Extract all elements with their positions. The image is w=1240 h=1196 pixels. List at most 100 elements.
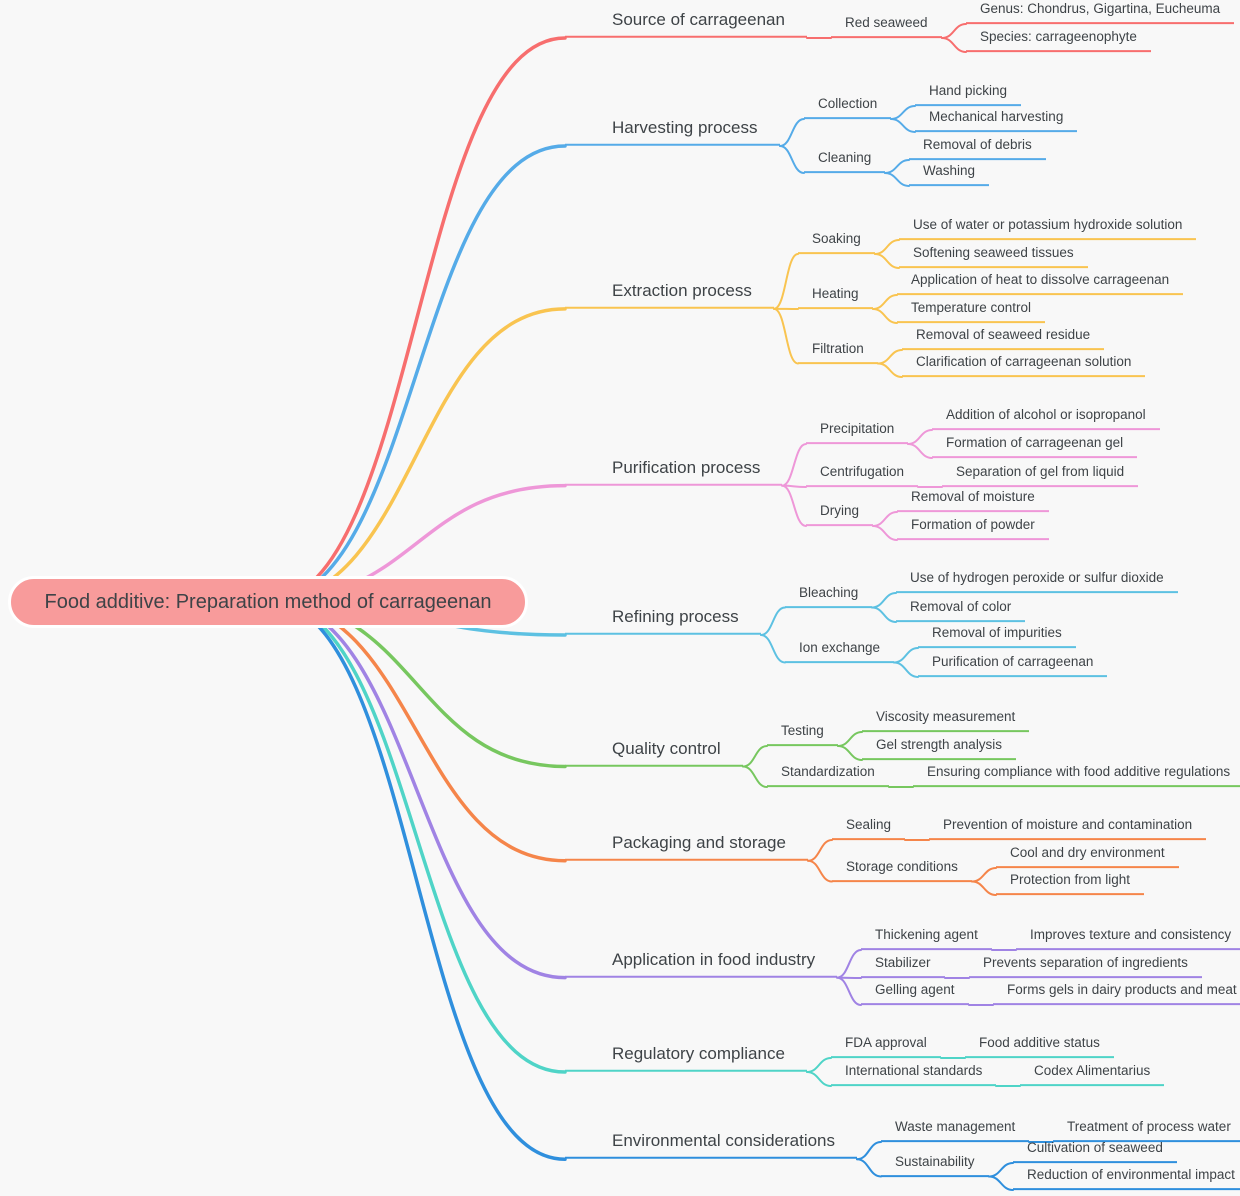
leaf-label[interactable]: Food additive status xyxy=(965,1035,1114,1058)
subtopic-label[interactable]: Red seaweed xyxy=(831,15,942,38)
branch-label[interactable]: Refining process xyxy=(565,606,761,635)
leaf-label[interactable]: Formation of powder xyxy=(897,517,1049,540)
leaf-label[interactable]: Temperature control xyxy=(897,300,1046,323)
subtopic-label[interactable]: Centrifugation xyxy=(806,464,919,487)
leaf-label[interactable]: Use of water or potassium hydroxide solu… xyxy=(899,217,1197,240)
leaf-label[interactable]: Purification of carrageenan xyxy=(918,654,1108,677)
subtopic-label[interactable]: Heating xyxy=(798,286,873,309)
subtopic-label[interactable]: Stabilizer xyxy=(861,955,945,978)
link xyxy=(742,745,768,768)
subtopic-label[interactable]: FDA approval xyxy=(831,1035,941,1058)
link xyxy=(871,592,897,609)
leaf-label[interactable]: Mechanical harvesting xyxy=(915,109,1078,132)
leaf-label[interactable]: Formation of carrageenan gel xyxy=(932,435,1138,458)
subtopic-label[interactable]: Soaking xyxy=(798,231,875,254)
link xyxy=(884,172,910,187)
branch-label[interactable]: Purification process xyxy=(565,457,783,486)
link xyxy=(988,1175,1014,1191)
leaf-label[interactable]: Genus: Chondrus, Gigartina, Eucheuma xyxy=(966,1,1235,24)
link xyxy=(971,880,997,896)
leaf-label[interactable]: Washing xyxy=(909,163,990,186)
link xyxy=(872,525,898,541)
link xyxy=(884,159,910,174)
link xyxy=(890,105,916,120)
leaf-label[interactable]: Forms gels in dairy products and meat xyxy=(993,982,1240,1005)
leaf-label[interactable]: Reduction of environmental impact xyxy=(1013,1167,1240,1190)
leaf-label[interactable]: Protection from light xyxy=(996,872,1145,895)
leaf-label[interactable]: Prevents separation of ingredients xyxy=(969,955,1202,978)
subtopic-label[interactable]: Storage conditions xyxy=(832,859,972,882)
link xyxy=(893,661,919,678)
subtopic-label[interactable]: Thickening agent xyxy=(861,927,992,950)
root-node-label: Food additive: Preparation method of car… xyxy=(44,590,492,613)
link xyxy=(742,765,768,788)
subtopic-label[interactable]: Filtration xyxy=(798,341,878,364)
branch-label[interactable]: Environmental considerations xyxy=(565,1130,858,1159)
leaf-label[interactable]: Removal of moisture xyxy=(897,489,1049,512)
link xyxy=(266,599,567,863)
subtopic-label[interactable]: Standardization xyxy=(767,764,889,787)
link xyxy=(837,731,863,747)
branch-label[interactable]: Application in food industry xyxy=(565,949,838,978)
link xyxy=(266,599,567,1074)
branch-label[interactable]: Extraction process xyxy=(565,280,774,309)
leaf-label[interactable]: Removal of color xyxy=(896,599,1026,622)
leaf-label[interactable]: Gel strength analysis xyxy=(862,737,1017,760)
root-node[interactable]: Food additive: Preparation method of car… xyxy=(8,576,528,628)
link xyxy=(266,599,567,980)
link xyxy=(872,511,898,527)
subtopic-label[interactable]: Collection xyxy=(804,96,892,119)
leaf-label[interactable]: Removal of debris xyxy=(909,137,1046,160)
link xyxy=(941,37,967,53)
subtopic-label[interactable]: International standards xyxy=(831,1063,997,1086)
subtopic-label[interactable]: Sealing xyxy=(832,817,906,840)
subtopic-label[interactable]: Ion exchange xyxy=(785,640,895,663)
leaf-label[interactable]: Cultivation of seaweed xyxy=(1013,1140,1177,1163)
leaf-label[interactable]: Hand picking xyxy=(915,83,1022,106)
leaf-label[interactable]: Improves texture and consistency xyxy=(1016,927,1240,950)
branch-label[interactable]: Source of carrageenan xyxy=(565,9,807,38)
link xyxy=(266,599,567,1161)
branch-label[interactable]: Regulatory compliance xyxy=(565,1043,807,1072)
leaf-label[interactable]: Viscosity measurement xyxy=(862,709,1030,732)
subtopic-label[interactable]: Gelling agent xyxy=(861,982,969,1005)
leaf-label[interactable]: Prevention of moisture and contamination xyxy=(929,817,1207,840)
link xyxy=(781,484,807,527)
link xyxy=(872,294,898,310)
link xyxy=(266,36,567,603)
subtopic-label[interactable]: Drying xyxy=(806,503,874,526)
branch-label[interactable]: Packaging and storage xyxy=(565,832,808,861)
leaf-label[interactable]: Removal of seaweed residue xyxy=(902,327,1105,350)
subtopic-label[interactable]: Precipitation xyxy=(806,421,909,444)
subtopic-label[interactable]: Bleaching xyxy=(785,585,873,608)
leaf-label[interactable]: Application of heat to dissolve carragee… xyxy=(897,272,1184,295)
subtopic-label[interactable]: Testing xyxy=(767,723,838,746)
leaf-label[interactable]: Use of hydrogen peroxide or sulfur dioxi… xyxy=(896,570,1178,593)
subtopic-label[interactable]: Sustainability xyxy=(881,1154,989,1177)
link xyxy=(856,1158,882,1178)
leaf-label[interactable]: Clarification of carrageenan solution xyxy=(902,354,1146,377)
leaf-label[interactable]: Removal of impurities xyxy=(918,625,1076,648)
link xyxy=(890,118,916,133)
subtopic-label[interactable]: Cleaning xyxy=(804,150,886,173)
subtopic-label[interactable]: Waste management xyxy=(881,1119,1030,1142)
leaf-label[interactable]: Cool and dry environment xyxy=(996,845,1179,868)
link xyxy=(836,976,862,1006)
link xyxy=(856,1141,882,1161)
leaf-label[interactable]: Codex Alimentarius xyxy=(1020,1063,1165,1086)
link xyxy=(907,429,933,445)
leaf-label[interactable]: Treatment of process water xyxy=(1053,1119,1240,1142)
link xyxy=(807,839,833,862)
leaf-label[interactable]: Addition of alcohol or isopropanol xyxy=(932,407,1160,430)
branch-label[interactable]: Quality control xyxy=(565,738,743,767)
leaf-label[interactable]: Softening seaweed tissues xyxy=(899,245,1088,268)
link xyxy=(266,144,567,603)
link xyxy=(877,349,903,365)
leaf-label[interactable]: Species: carrageenophyte xyxy=(966,29,1151,52)
leaf-label[interactable]: Ensuring compliance with food additive r… xyxy=(913,764,1240,787)
link xyxy=(779,118,805,147)
branch-label[interactable]: Harvesting process xyxy=(565,117,780,146)
leaf-label[interactable]: Separation of gel from liquid xyxy=(942,464,1139,487)
link xyxy=(266,307,567,603)
